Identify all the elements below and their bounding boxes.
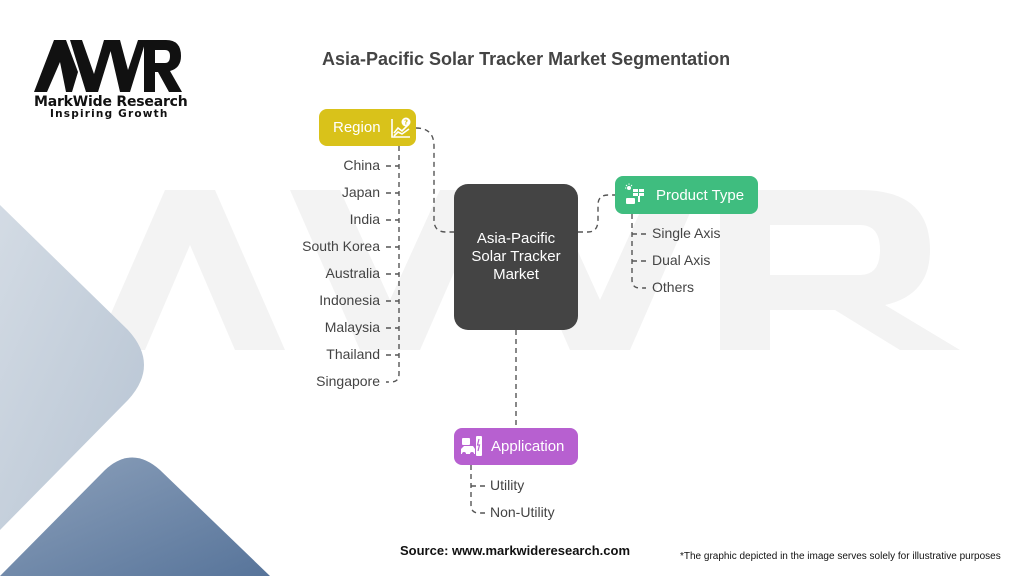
brand-name: MarkWide Research bbox=[34, 94, 188, 110]
list-item: Singapore bbox=[316, 373, 380, 389]
svg-text:?: ? bbox=[404, 118, 408, 126]
page-title: Asia-Pacific Solar Tracker Market Segmen… bbox=[322, 49, 731, 69]
segment-application: Application bbox=[454, 428, 578, 465]
center-node: Asia-Pacific Solar Tracker Market bbox=[454, 184, 578, 330]
segment-region: Region ? bbox=[319, 109, 416, 146]
list-item: Dual Axis bbox=[652, 252, 711, 268]
segment-product-type: Product Type bbox=[615, 176, 758, 214]
ev-charging-icon bbox=[461, 435, 482, 456]
disclaimer-text: *The graphic depicted in the image serve… bbox=[680, 551, 1001, 562]
brand-logo: MarkWide Research Inspiring Growth bbox=[34, 40, 194, 120]
mwr-logo-mark bbox=[34, 40, 182, 92]
list-item: South Korea bbox=[302, 238, 380, 254]
list-item: India bbox=[349, 211, 380, 227]
chart-question-icon: ? bbox=[390, 117, 411, 138]
list-item: Thailand bbox=[326, 346, 380, 362]
list-item: Australia bbox=[325, 265, 380, 281]
center-label: Asia-Pacific Solar Tracker Market bbox=[471, 230, 561, 283]
list-item: Utility bbox=[490, 477, 525, 493]
list-item: Japan bbox=[341, 184, 380, 200]
solar-panel-icon bbox=[625, 183, 644, 204]
list-item: Indonesia bbox=[319, 292, 380, 308]
list-item: Malaysia bbox=[324, 319, 380, 335]
list-item: Non-Utility bbox=[490, 504, 555, 520]
list-item: Single Axis bbox=[652, 225, 721, 241]
list-item: Others bbox=[652, 279, 695, 295]
segment-label: Region bbox=[333, 119, 381, 136]
source-text: Source: www.markwideresearch.com bbox=[400, 543, 631, 558]
region-items: China Japan India South Korea Australia … bbox=[250, 0, 380, 576]
list-item: China bbox=[343, 157, 380, 173]
segment-label: Application bbox=[491, 438, 565, 455]
brand-tagline: Inspiring Growth bbox=[50, 108, 169, 120]
segment-label: Product Type bbox=[656, 186, 745, 204]
